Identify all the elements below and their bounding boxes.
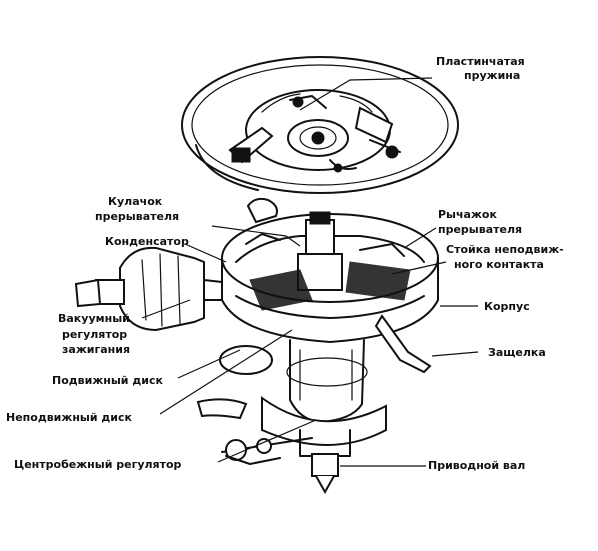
label-breaker-lever-line2: прерывателя <box>438 223 522 236</box>
label-fixed-contact-post-line1: Стойка неподвиж- <box>446 243 564 256</box>
movable-disk-illustration <box>219 345 273 375</box>
label-plate-spring-line1: Пластинчатая <box>436 55 525 68</box>
label-centrifugal-regulator: Центробежный регулятор <box>14 458 182 471</box>
vacuum-regulator-illustration <box>74 246 223 332</box>
label-fixed-contact-post-line2: ного контакта <box>454 258 544 271</box>
label-vacuum-regulator-line2: регулятор <box>62 328 127 341</box>
label-breaker-cam-line1: Кулачок <box>108 195 163 208</box>
distributor-body-illustration <box>196 211 439 495</box>
label-latch: Защелка <box>488 346 546 359</box>
label-vacuum-regulator-line1: Вакуумный <box>58 312 130 325</box>
clip-illustration <box>246 197 278 224</box>
leader-lines <box>141 77 479 467</box>
label-movable-disk: Подвижный диск <box>52 374 163 387</box>
label-condenser: Конденсатор <box>105 235 189 248</box>
distributor-cap-illustration <box>181 56 459 194</box>
label-breaker-lever-line1: Рычажок <box>438 208 497 221</box>
label-fixed-disk: Неподвижный диск <box>6 411 133 424</box>
label-breaker-cam-line2: прерывателя <box>95 210 179 223</box>
labels: Пластинчатая пружина Кулачок прерывателя… <box>6 55 564 472</box>
label-plate-spring-line2: пружина <box>464 69 520 82</box>
label-drive-shaft: Приводной вал <box>428 459 525 472</box>
label-vacuum-regulator-line3: зажигания <box>62 343 130 356</box>
label-housing: Корпус <box>484 300 530 313</box>
